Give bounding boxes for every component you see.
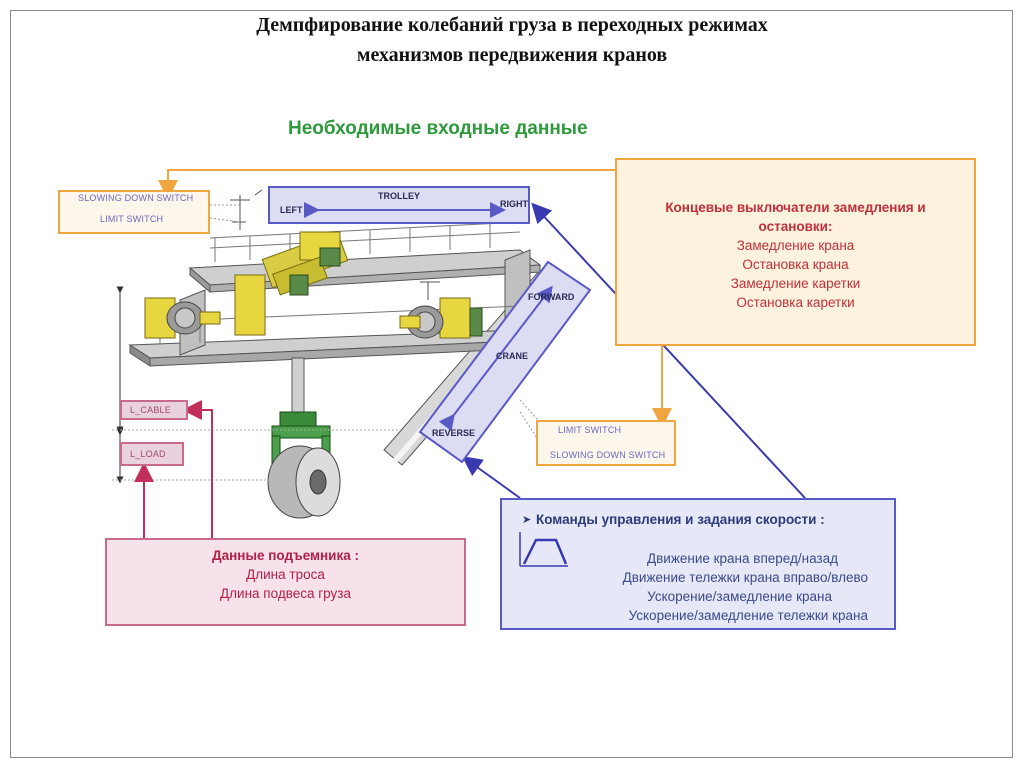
input-data-subtitle: Необходимые входные данные	[288, 118, 588, 139]
l-cable-box: L_CABLE	[120, 400, 188, 420]
commands-bullet-icon: ➤	[522, 514, 532, 526]
l-cable-label: L_CABLE	[130, 405, 171, 415]
limit-item-3: Остановка каретки	[736, 295, 855, 310]
right-limit-switch-label: LIMIT SWITCH	[558, 425, 622, 435]
hoist-title: Данные подъемника :	[212, 548, 359, 563]
hoist-load	[267, 357, 341, 519]
limit-switches-info-box: Концевые выключатели замедления и остано…	[615, 158, 976, 346]
left-switch-box: SLOWING DOWN SWITCH LIMIT SWITCH	[58, 190, 210, 234]
right-slowing-down-switch-label: SLOWING DOWN SWITCH	[550, 450, 666, 460]
commands-box: ➤ Команды управления и задания скорости …	[500, 498, 896, 630]
pink-connector-cable	[182, 400, 213, 538]
trolley-label: TROLLEY	[378, 191, 420, 201]
l-load-label: L_LOAD	[130, 449, 166, 459]
hoist-item-0: Длина троса	[246, 567, 325, 582]
trolley-direction-box: TROLLEY LEFT RIGHT	[268, 186, 530, 224]
left-limit-switch-label: LIMIT SWITCH	[100, 214, 164, 224]
limit-item-2: Замедление каретки	[730, 276, 861, 291]
command-item-0: Движение крана вперед/назад	[646, 551, 838, 566]
l-load-box: L_LOAD	[120, 442, 184, 466]
left-label: LEFT	[280, 205, 303, 215]
page-frame	[10, 10, 1013, 758]
command-item-3: Ускорение/замедление тележки крана	[628, 608, 868, 623]
page-title-line1: Демпфирование колебаний груза в переходн…	[256, 14, 768, 36]
trolley-arrow	[304, 202, 506, 218]
page-title: Демпфирование колебаний груза в переходн…	[0, 10, 1024, 70]
orange-connector-top	[158, 169, 615, 200]
command-item-1: Движение тележки крана вправо/влево	[622, 570, 868, 585]
command-item-2: Ускорение/замедление крана	[647, 589, 832, 604]
right-label: RIGHT	[500, 199, 528, 209]
speed-profile-icon	[519, 532, 568, 567]
limit-item-1: Остановка крана	[742, 257, 849, 272]
left-slowing-down-switch-label: SLOWING DOWN SWITCH	[78, 193, 194, 203]
hoist-data-box: Данные подъемника : Длина троса Длина по…	[105, 538, 466, 626]
commands-title: Команды управления и задания скорости :	[536, 512, 825, 527]
right-switch-box: LIMIT SWITCH SLOWING DOWN SWITCH	[536, 420, 676, 466]
hoist-item-1: Длина подвеса груза	[220, 586, 351, 601]
blue-connector-trolley	[531, 202, 806, 499]
limit-switches-title: Концевые выключатели замедления и остано…	[665, 200, 926, 234]
crane-rail	[383, 269, 561, 466]
blue-connector-crane	[461, 456, 521, 499]
limit-item-0: Замедление крана	[736, 238, 855, 253]
page-title-line2: механизмов передвижения кранов	[356, 44, 668, 66]
